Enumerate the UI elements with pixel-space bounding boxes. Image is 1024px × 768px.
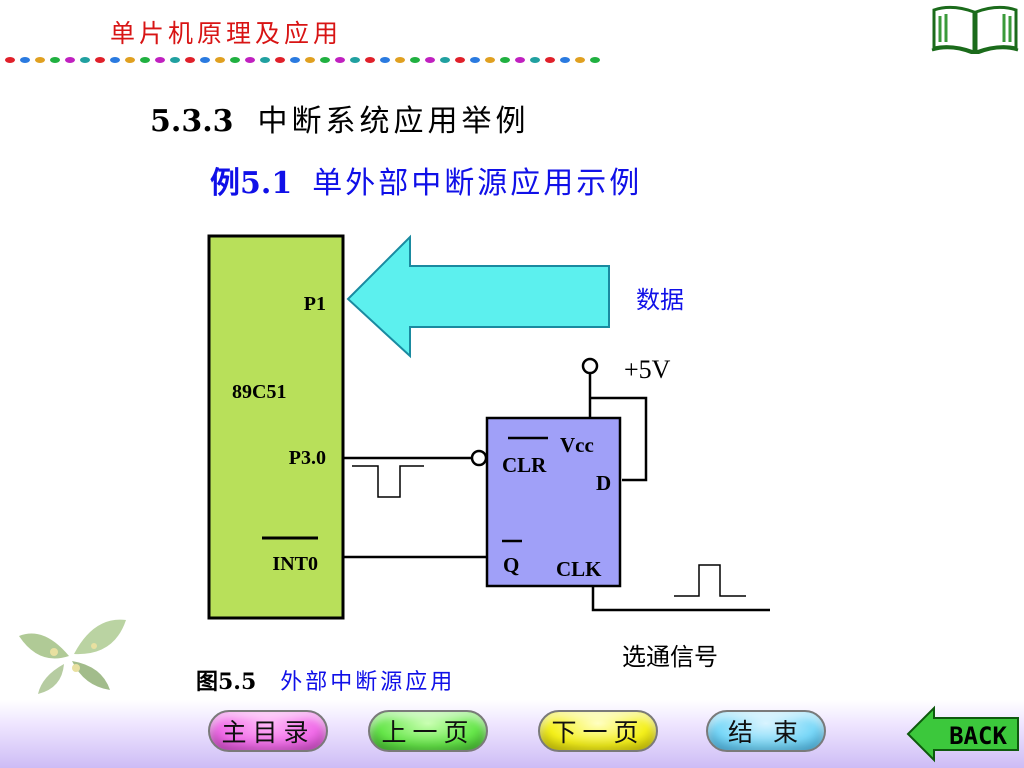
decorative-dot xyxy=(305,57,315,63)
main-menu-button[interactable]: 主目录 xyxy=(208,710,328,752)
leaf-decoration-icon xyxy=(19,619,126,694)
decorative-dot xyxy=(140,57,150,63)
back-button[interactable]: BACK xyxy=(906,704,1022,764)
data-label: 数据 xyxy=(636,287,684,314)
decorative-dot xyxy=(95,57,105,63)
ff-clr-label: CLR xyxy=(502,453,547,477)
example-heading: 单外部中断源应用示例 xyxy=(312,166,643,201)
chip-label: 89C51 xyxy=(232,381,286,403)
decorative-dot xyxy=(440,57,450,63)
decorative-dot xyxy=(20,57,30,63)
header-title: 单片机原理及应用 xyxy=(110,19,343,48)
bottom-nav-bar xyxy=(0,700,1024,768)
decorative-dot xyxy=(395,57,405,63)
next-page-button[interactable]: 下一页 xyxy=(538,710,658,752)
interrupt-circuit-diagram: P1 89C51 P3.0 INT0 数据 +5V CLR Vcc D Q CL… xyxy=(207,234,770,671)
decorative-dot xyxy=(425,57,435,63)
decorative-dot xyxy=(500,57,510,63)
decorative-dot xyxy=(470,57,480,63)
d-tie-wire xyxy=(590,396,648,482)
clr-bubble xyxy=(470,449,488,467)
decorative-dot xyxy=(335,57,345,63)
decorative-dot xyxy=(125,57,135,63)
decorative-dot xyxy=(275,57,285,63)
decorative-dot xyxy=(350,57,360,63)
decorative-dot xyxy=(320,57,330,63)
decorative-dot xyxy=(590,57,600,63)
data-arrow xyxy=(346,234,610,359)
decorative-dot xyxy=(5,57,15,63)
pin-p1-label: P1 xyxy=(304,293,326,315)
vcc-supply-label: +5V xyxy=(624,355,671,384)
figure-number: 图5.5 xyxy=(196,669,257,695)
back-button-label: BACK xyxy=(949,722,1007,750)
decorative-dot xyxy=(65,57,75,63)
example-title: 例5.1 单外部中断源应用示例 xyxy=(210,158,642,202)
decorative-dot xyxy=(50,57,60,63)
decorative-dot xyxy=(410,57,420,63)
decorative-dot xyxy=(170,57,180,63)
decorative-dot xyxy=(110,57,120,63)
prev-page-button[interactable]: 上一页 xyxy=(368,710,488,752)
section-title: 5.3.3 中断系统应用举例 xyxy=(150,96,530,140)
pin-int0-label: INT0 xyxy=(272,553,318,575)
strobe-pulse-waveform xyxy=(674,564,746,597)
figure-caption-text: 外部中断源应用 xyxy=(280,670,456,695)
decorative-dot xyxy=(245,57,255,63)
decorative-dot xyxy=(215,57,225,63)
figure-caption: 图5.5 外部中断源应用 xyxy=(196,664,455,696)
decorative-dot xyxy=(485,57,495,63)
decorative-dot xyxy=(290,57,300,63)
decorative-dot xyxy=(35,57,45,63)
clk-wire xyxy=(591,586,770,612)
decorative-dotted-line xyxy=(5,57,600,63)
decorative-dot xyxy=(260,57,270,63)
decorative-dot xyxy=(80,57,90,63)
chip-89c51-body xyxy=(207,234,345,620)
flip-flop-body xyxy=(485,416,622,588)
ff-vcc-label: Vcc xyxy=(560,433,594,457)
pin-p30-label: P3.0 xyxy=(289,447,326,469)
strobe-label: 选通信号 xyxy=(622,643,718,671)
decorative-dot xyxy=(560,57,570,63)
vcc-terminal xyxy=(581,357,599,375)
decorative-dot xyxy=(380,57,390,63)
end-button[interactable]: 结 束 xyxy=(706,710,826,752)
ff-d-label: D xyxy=(596,471,611,495)
decorative-dot xyxy=(515,57,525,63)
decorative-dot xyxy=(365,57,375,63)
section-number: 5.3.3 xyxy=(150,104,234,139)
decorative-dot xyxy=(575,57,585,63)
decorative-dot xyxy=(200,57,210,63)
book-icon[interactable] xyxy=(930,2,1020,54)
decorative-dot xyxy=(455,57,465,63)
section-heading: 中断系统应用举例 xyxy=(257,104,530,139)
decorative-dot xyxy=(545,57,555,63)
decorative-dot xyxy=(530,57,540,63)
decorative-dot xyxy=(155,57,165,63)
ff-q-label: Q xyxy=(503,553,519,577)
decorative-dot xyxy=(230,57,240,63)
example-number: 例5.1 xyxy=(210,166,293,201)
decorative-dot xyxy=(185,57,195,63)
ff-clk-label: CLK xyxy=(556,557,602,581)
p30-pulse-waveform xyxy=(352,465,424,498)
